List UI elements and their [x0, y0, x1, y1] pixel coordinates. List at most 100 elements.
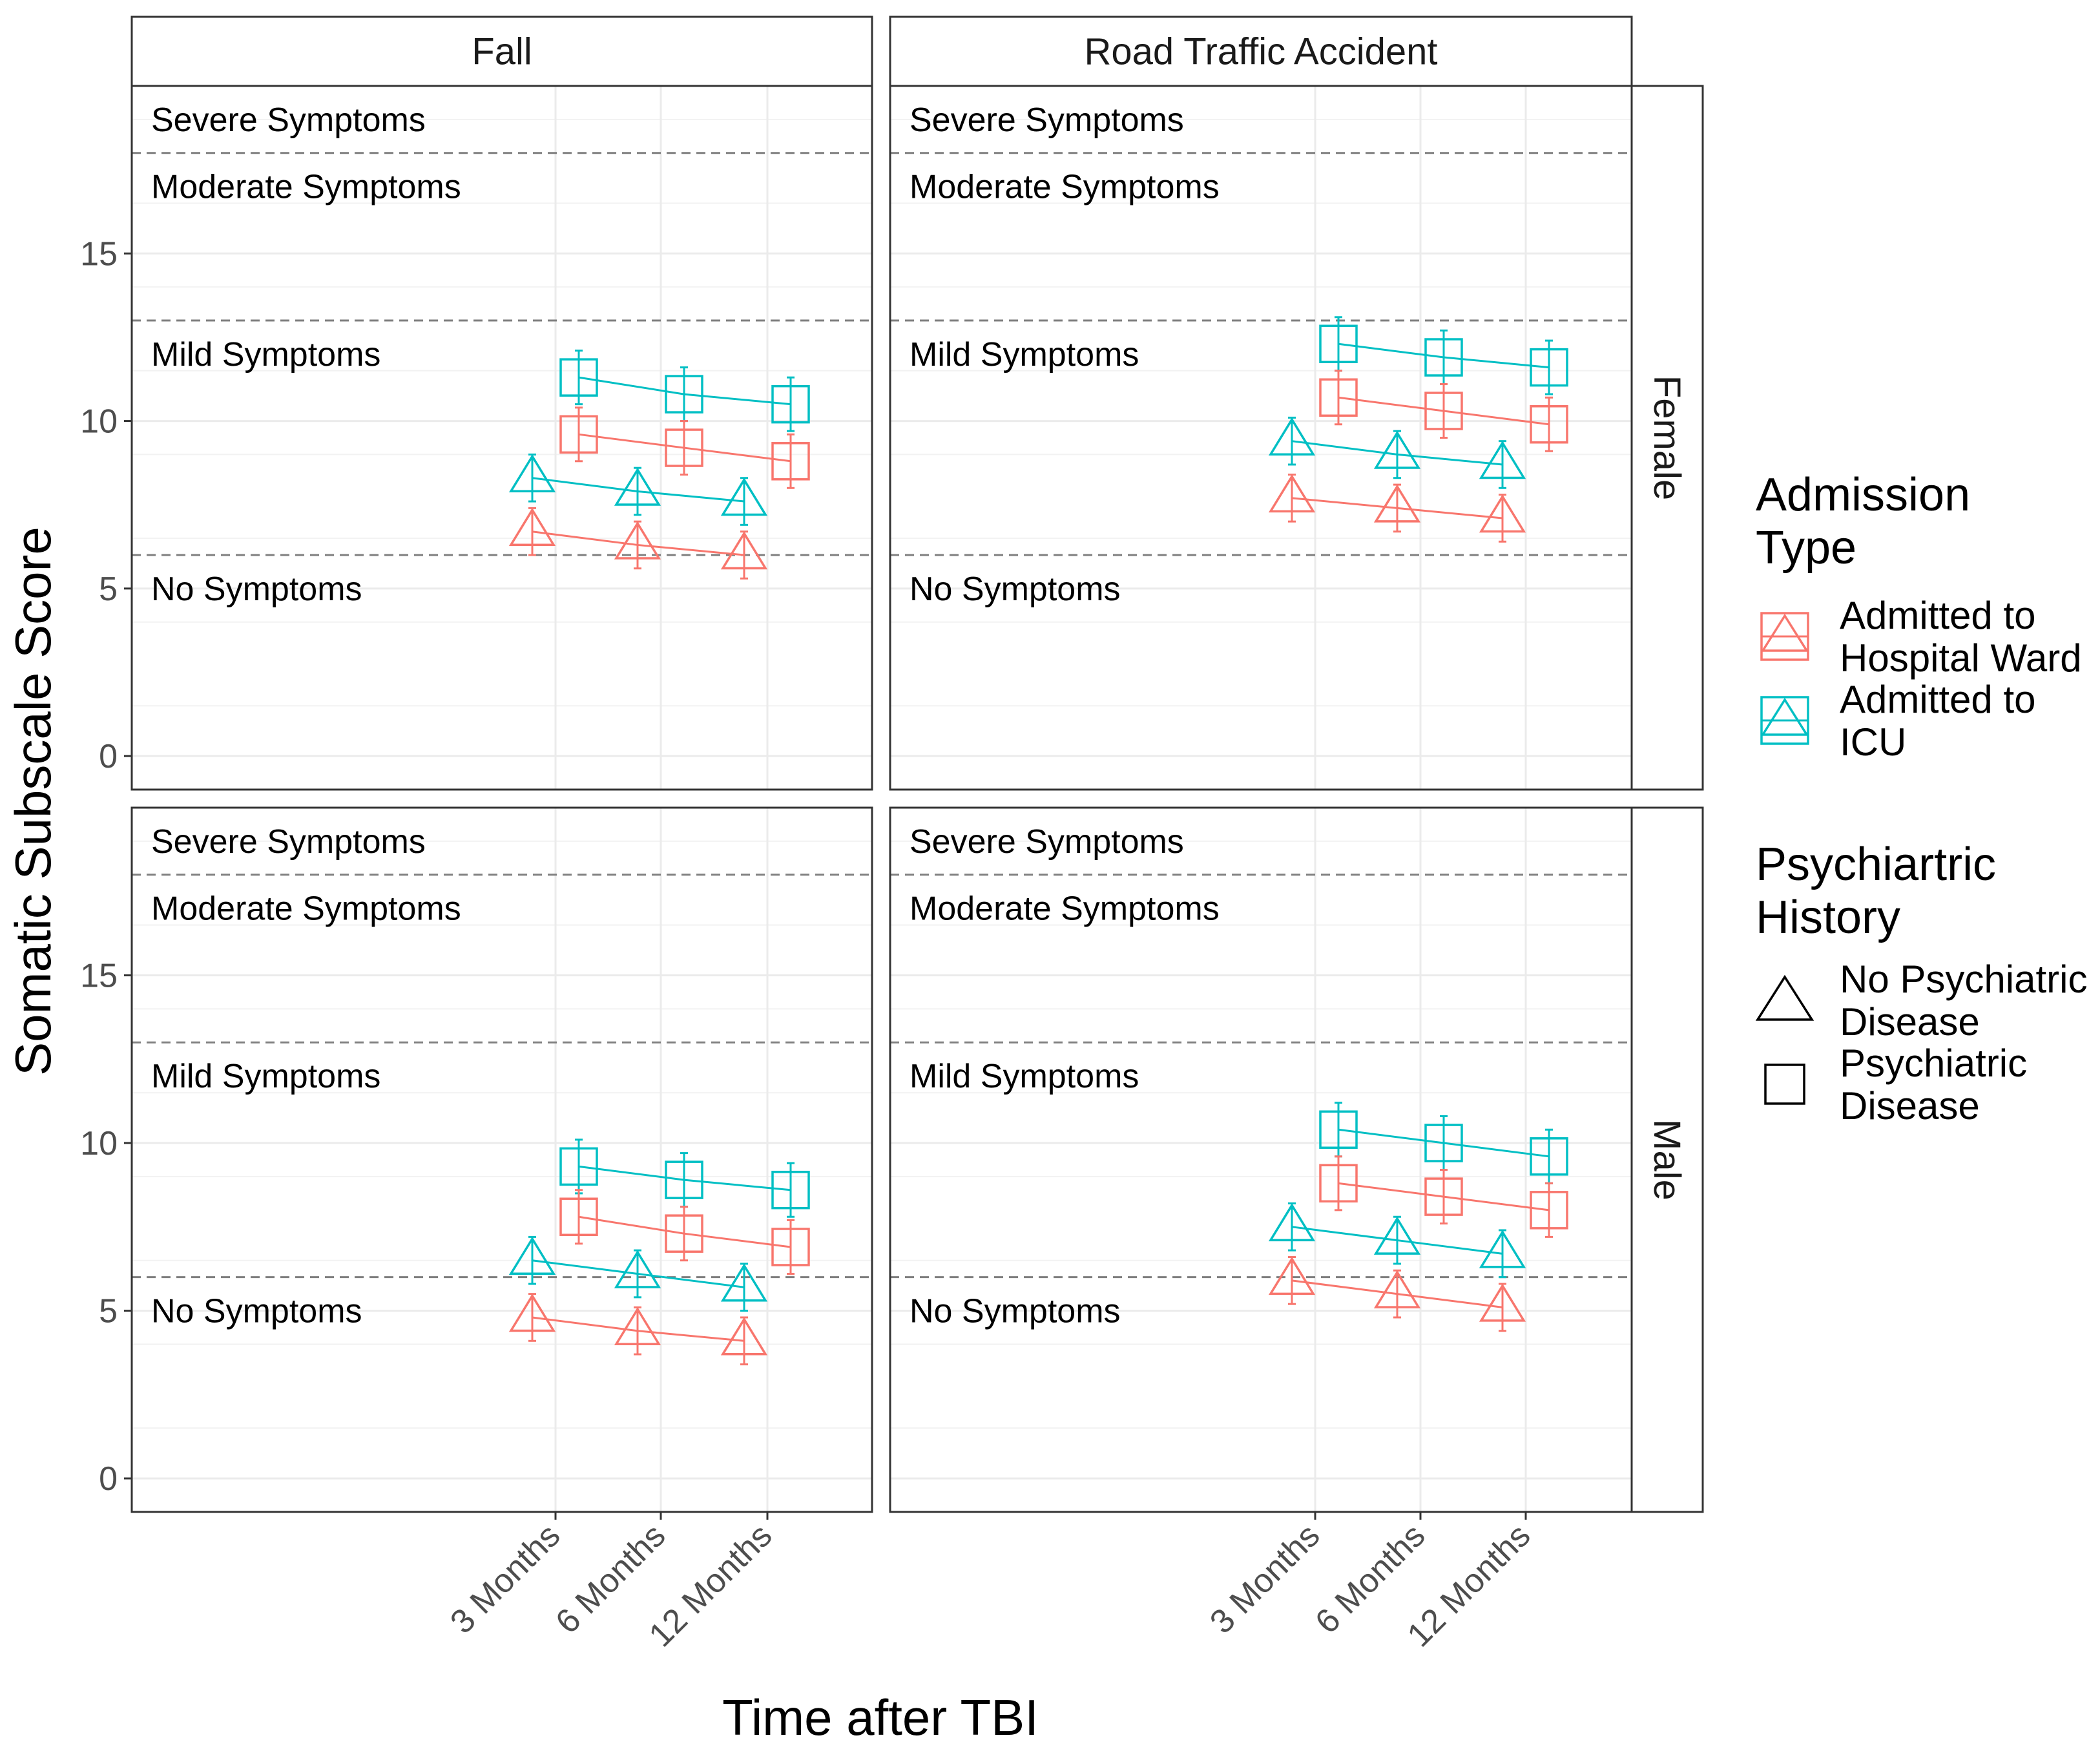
y-tick-label: 15 — [80, 235, 118, 273]
facet-strip-column-label: Road Traffic Accident — [1084, 31, 1437, 73]
data-point-square — [1424, 338, 1463, 377]
data-point-triangle — [1373, 1270, 1421, 1308]
band-label: Severe Symptoms — [151, 823, 426, 861]
data-point-triangle — [1268, 417, 1316, 456]
data-point-square — [1319, 378, 1358, 417]
band-label: Moderate Symptoms — [151, 890, 461, 928]
data-point-triangle — [720, 1263, 768, 1302]
data-point-square — [1530, 1137, 1568, 1176]
data-point-triangle — [614, 1306, 661, 1345]
x-tick-label: 3 Months — [443, 1516, 567, 1641]
data-point-triangle — [508, 1236, 556, 1275]
legend-key-triangle — [1760, 697, 1809, 736]
data-point-square — [1319, 1164, 1358, 1203]
data-point-square — [1424, 1177, 1463, 1216]
data-point-triangle — [614, 467, 661, 506]
data-point-square — [771, 442, 810, 481]
data-point-square — [1424, 392, 1463, 430]
y-tick-label: 5 — [99, 571, 118, 608]
facet-strip-column — [130, 16, 873, 87]
band-label: Severe Symptoms — [151, 101, 426, 139]
band-label: No Symptoms — [151, 571, 362, 608]
legend-key-triangle — [1755, 974, 1814, 1021]
x-axis-title: Time after TBI — [722, 1689, 1039, 1746]
facet-strip-column — [889, 16, 1633, 87]
y-tick-label: 10 — [80, 1125, 118, 1162]
data-point-square — [1530, 348, 1568, 387]
legend-history-title: Psychiartric — [1756, 839, 1996, 890]
y-tick-label: 15 — [80, 958, 118, 995]
legend-history-title: History — [1756, 892, 1900, 943]
y-tick-label: 0 — [99, 738, 118, 775]
data-point-triangle — [720, 477, 768, 516]
band-label: Mild Symptoms — [910, 336, 1139, 373]
band-label: Mild Symptoms — [151, 1058, 380, 1095]
legend-history-label: Disease — [1840, 1084, 1980, 1127]
data-point-triangle — [1479, 1283, 1526, 1322]
band-label: Moderate Symptoms — [910, 169, 1220, 206]
band-label: No Symptoms — [910, 1293, 1121, 1330]
data-point-square — [665, 1214, 703, 1253]
data-point-triangle — [508, 1294, 556, 1332]
data-point-triangle — [614, 1250, 661, 1288]
facet-strip-column-label: Fall — [472, 31, 532, 73]
data-point-square — [1530, 405, 1568, 444]
data-point-triangle — [1373, 1216, 1421, 1255]
legend-history-label: Psychiatric — [1840, 1042, 2027, 1085]
data-point-square — [1319, 324, 1358, 364]
legend-admission-label: Admitted to — [1840, 594, 2036, 637]
band-label: Mild Symptoms — [910, 1058, 1139, 1095]
data-point-triangle — [508, 454, 556, 492]
data-point-square — [1319, 1110, 1358, 1149]
data-point-square — [559, 1147, 598, 1186]
panel-border — [889, 85, 1633, 791]
y-axis-title: Somatic Subscale Score — [5, 527, 61, 1076]
data-point-square — [665, 375, 703, 414]
band-label: Severe Symptoms — [910, 823, 1184, 861]
data-point-square — [771, 1228, 810, 1266]
data-point-triangle — [1373, 484, 1421, 523]
data-point-triangle — [1373, 430, 1421, 469]
band-label: Mild Symptoms — [151, 336, 380, 373]
data-point-square — [559, 1197, 598, 1236]
facet-strip-row-label: Male — [1646, 1119, 1688, 1201]
facet-strip-row — [1630, 806, 1704, 1513]
band-label: No Symptoms — [910, 571, 1121, 608]
legend-admission-label: ICU — [1840, 720, 1906, 764]
panel-border — [889, 806, 1633, 1513]
data-point-square — [559, 358, 598, 397]
data-point-triangle — [720, 1317, 768, 1356]
data-point-square — [665, 1160, 703, 1199]
data-point-triangle — [1479, 1230, 1526, 1268]
legend-admission-label: Admitted to — [1840, 678, 2036, 721]
legend-admission-label: Hospital Ward — [1840, 636, 2082, 680]
legend-key-triangle — [1760, 613, 1809, 652]
panel-border — [130, 85, 873, 791]
y-tick-label: 0 — [99, 1460, 118, 1498]
data-point-triangle — [614, 521, 661, 560]
y-tick-label: 10 — [80, 403, 118, 441]
band-label: Severe Symptoms — [910, 101, 1184, 139]
legend-history-label: Disease — [1840, 1000, 1980, 1043]
legend-history-label: No Psychiatric — [1840, 958, 2087, 1001]
legend-admission-title: Type — [1756, 522, 1856, 574]
band-label: No Symptoms — [151, 1293, 362, 1330]
data-point-square — [665, 428, 703, 467]
legend-admission-title: Admission — [1756, 469, 1970, 521]
x-tick-label: 3 Months — [1203, 1516, 1327, 1641]
data-point-square — [771, 1170, 810, 1210]
band-label: Moderate Symptoms — [151, 169, 461, 206]
data-point-square — [1424, 1124, 1463, 1162]
data-point-square — [559, 415, 598, 454]
legend-key-square — [1764, 1064, 1805, 1105]
data-point-triangle — [1479, 441, 1526, 479]
facet-strip-row — [1630, 85, 1704, 791]
data-point-square — [771, 384, 810, 424]
